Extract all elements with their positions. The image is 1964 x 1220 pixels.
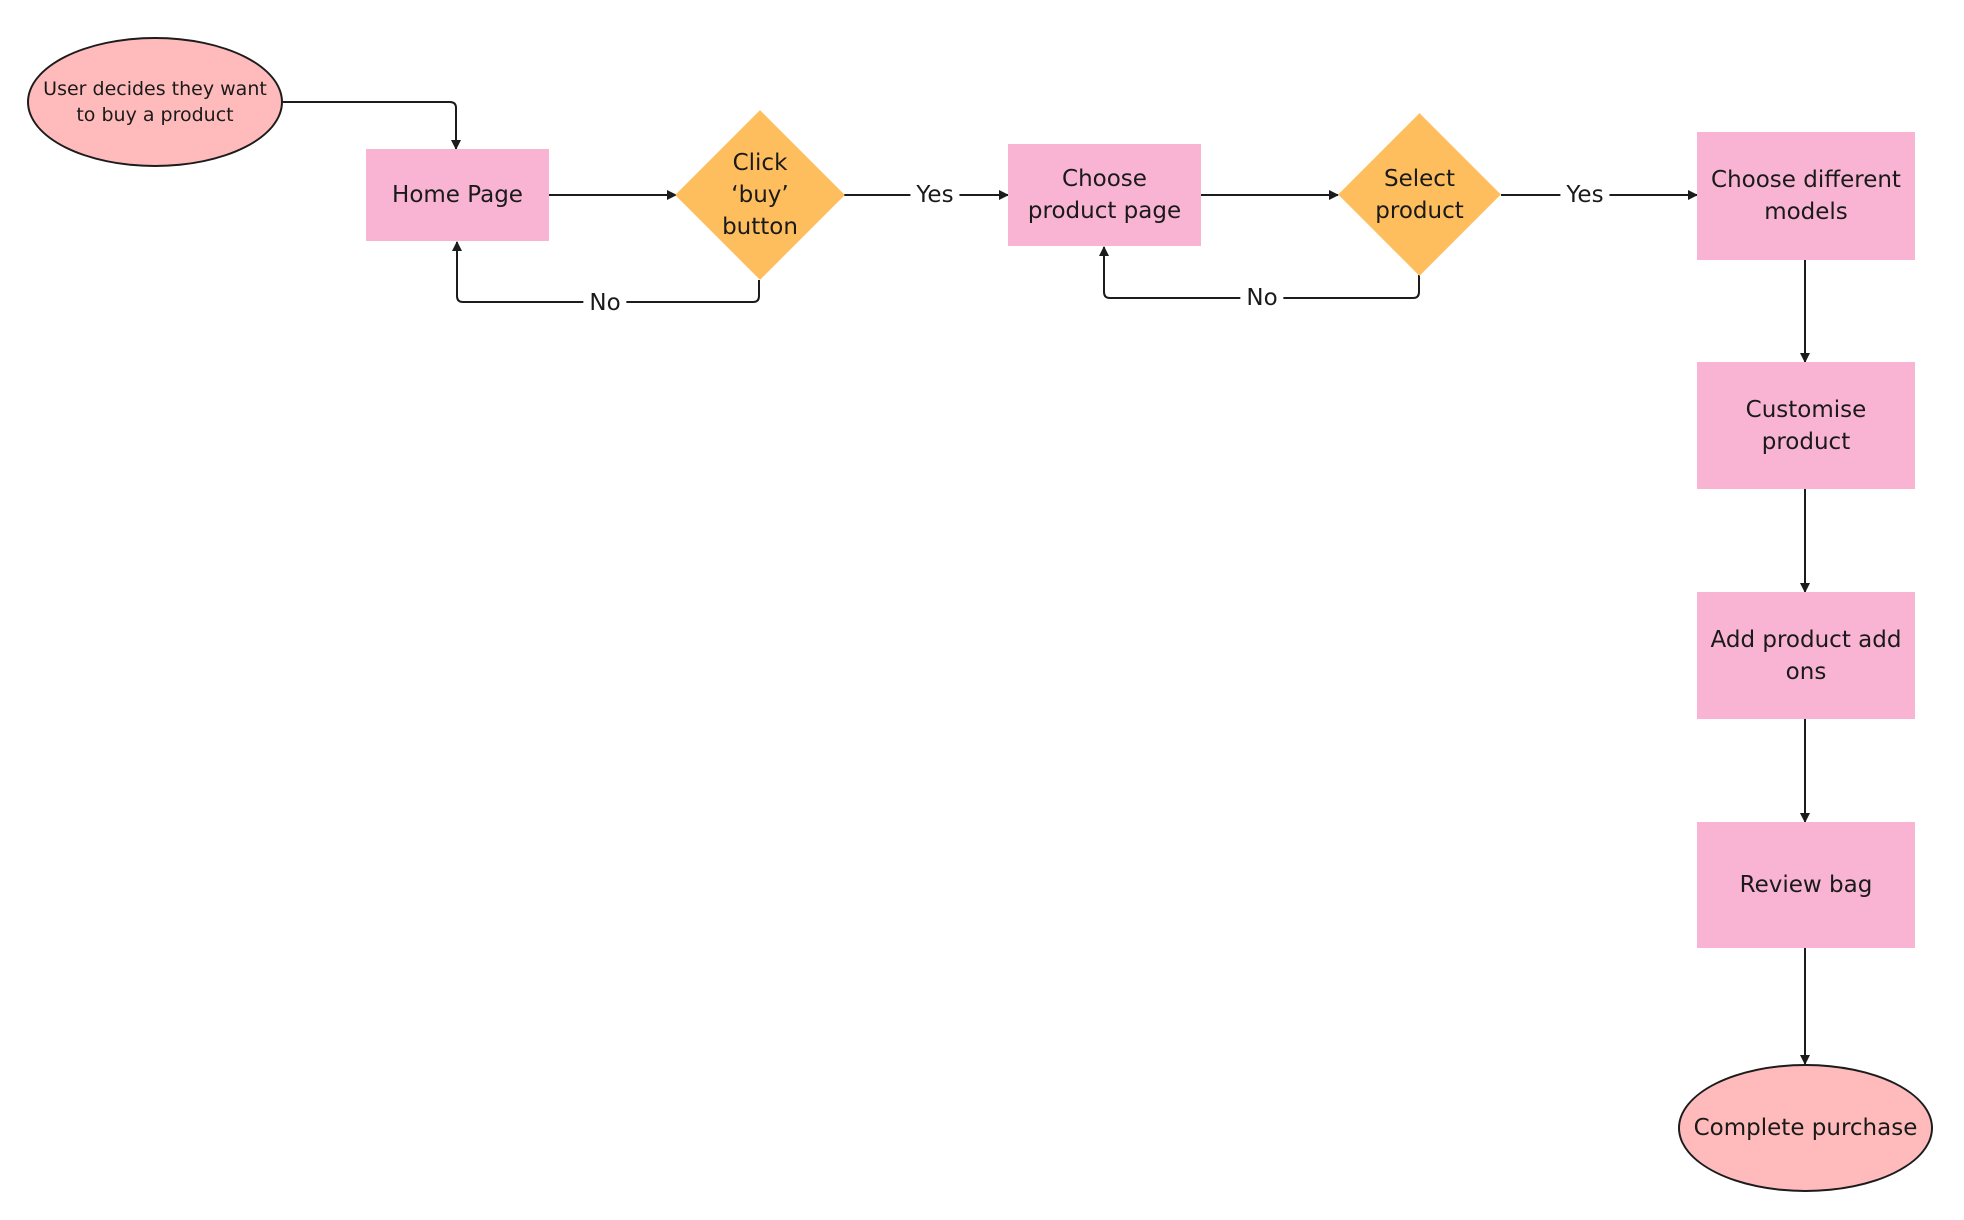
select-product-label: Select product bbox=[1375, 166, 1464, 224]
edge-label-buy-no: No bbox=[583, 289, 627, 317]
select-product-decision: Select product bbox=[1338, 113, 1501, 276]
edge-label-select-no: No bbox=[1240, 284, 1284, 312]
choose-models-node: Choose different models bbox=[1697, 132, 1915, 260]
home-page-node: Home Page bbox=[366, 149, 549, 241]
review-bag-node: Review bag bbox=[1697, 822, 1915, 948]
start-node: User decides they want to buy a product bbox=[27, 37, 283, 167]
edge-start-to-home bbox=[283, 101, 461, 150]
choose-product-page-node: Choose product page bbox=[1008, 144, 1201, 246]
customise-node: Customise product bbox=[1697, 362, 1915, 489]
edge-label-buy-yes: Yes bbox=[910, 181, 960, 209]
edge-label-select-yes: Yes bbox=[1560, 181, 1610, 209]
click-buy-label: Click ‘buy’ button bbox=[722, 150, 798, 240]
complete-purchase-node: Complete purchase bbox=[1678, 1064, 1933, 1192]
add-ons-node: Add product add ons bbox=[1697, 592, 1915, 719]
click-buy-decision: Click ‘buy’ button bbox=[675, 110, 845, 280]
